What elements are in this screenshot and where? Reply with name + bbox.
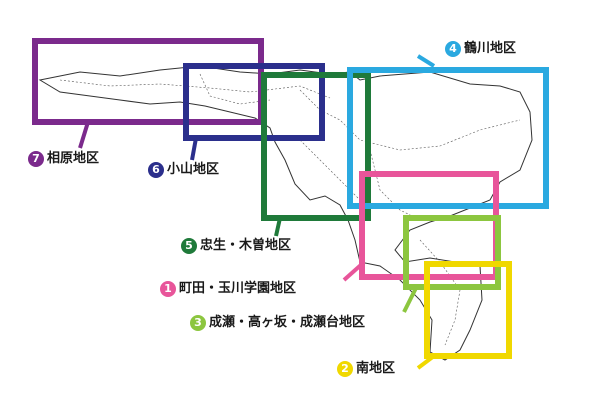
frame-oyama[interactable]: [183, 63, 325, 141]
label-minami[interactable]: 2 南地区: [337, 360, 395, 378]
number-badge: 4: [445, 41, 461, 57]
frame-tsurukawa[interactable]: [347, 67, 549, 209]
internal-borders: [59, 73, 521, 346]
frame-minami[interactable]: [424, 261, 512, 359]
callout-line-tsurukawa: [416, 54, 436, 68]
district-name: 成瀬・高ヶ坂・成瀬台地区: [209, 315, 366, 330]
frame-aihara[interactable]: [32, 38, 264, 125]
number-badge: 7: [28, 151, 44, 167]
frame-naruse[interactable]: [403, 215, 501, 290]
label-naruse[interactable]: 3 成瀬・高ヶ坂・成瀬台地区: [190, 314, 365, 332]
callout-line-oyama: [190, 137, 198, 161]
label-aihara[interactable]: 7 相原地区: [28, 150, 99, 168]
label-machida[interactable]: 1 町田・玉川学園地区: [160, 280, 296, 298]
label-tsurukawa[interactable]: 4 鶴川地区: [445, 40, 516, 58]
district-name: 町田・玉川学園地区: [179, 281, 297, 296]
callout-line-aihara: [78, 121, 90, 149]
frame-tadao[interactable]: [261, 72, 371, 221]
number-badge: 5: [181, 238, 197, 254]
number-badge: 3: [190, 315, 206, 331]
district-name: 忠生・木曽地区: [200, 238, 292, 253]
district-name: 南地区: [356, 361, 396, 376]
number-badge: 2: [337, 361, 353, 377]
district-name: 小山地区: [167, 162, 220, 177]
callout-line-naruse: [402, 287, 418, 313]
number-badge: 6: [148, 162, 164, 178]
label-oyama[interactable]: 6 小山地区: [148, 161, 219, 179]
district-name: 鶴川地区: [464, 41, 517, 56]
label-tadao[interactable]: 5 忠生・木曽地区: [181, 237, 291, 255]
number-badge: 1: [160, 281, 176, 297]
district-name: 相原地区: [47, 151, 100, 166]
